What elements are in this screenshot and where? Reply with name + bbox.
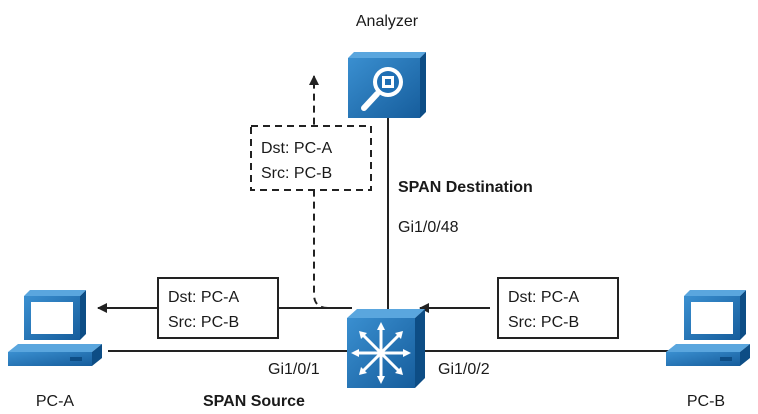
frame-left-dst: Dst: PC-A bbox=[168, 289, 239, 306]
analyzer-icon bbox=[348, 52, 426, 118]
pc-a-label: PC-A bbox=[36, 393, 75, 410]
frame-right-src: Src: PC-B bbox=[508, 314, 579, 331]
span-destination-port: Gi1/0/48 bbox=[398, 219, 459, 236]
frame-mirror-dst: Dst: PC-A bbox=[261, 140, 332, 157]
switch-port-left: Gi1/0/1 bbox=[268, 361, 320, 378]
frame-box-right: Dst: PC-A Src: PC-B bbox=[497, 277, 619, 339]
pc-a-icon bbox=[8, 290, 102, 366]
analyzer-label: Analyzer bbox=[356, 13, 419, 30]
frame-box-left: Dst: PC-A Src: PC-B bbox=[157, 277, 279, 339]
span-destination-label: SPAN Destination bbox=[398, 179, 533, 196]
frame-left-src: Src: PC-B bbox=[168, 314, 239, 331]
frame-mirror-src: Src: PC-B bbox=[261, 165, 332, 182]
span-source-label: SPAN Source bbox=[203, 393, 305, 410]
frame-box-mirror: Dst: PC-A Src: PC-B bbox=[250, 125, 372, 191]
switch-icon bbox=[347, 309, 425, 388]
pc-b-label: PC-B bbox=[687, 393, 725, 410]
switch-port-right: Gi1/0/2 bbox=[438, 361, 490, 378]
frame-right-dst: Dst: PC-A bbox=[508, 289, 579, 306]
pc-b-icon bbox=[666, 290, 750, 366]
mirror-dashed-path bbox=[309, 75, 352, 309]
